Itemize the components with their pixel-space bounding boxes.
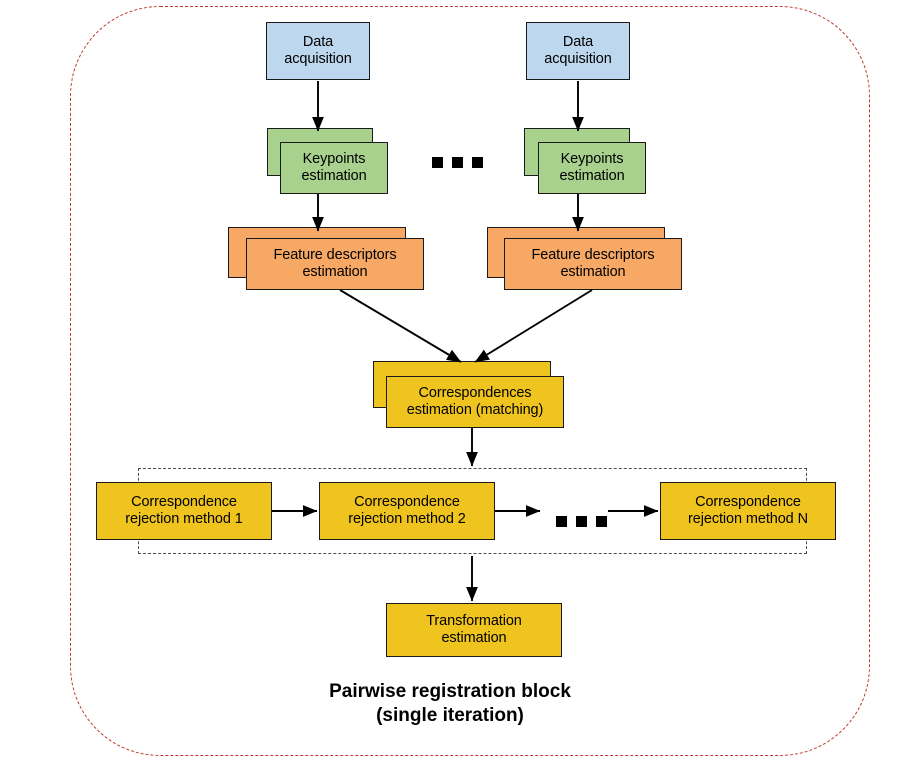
label-line-2: rejection method 1 [125, 511, 243, 527]
label-line-2: estimation [301, 168, 367, 184]
ellipsis-rejection-methods [556, 516, 607, 527]
label-line-1: Transformation [426, 612, 522, 629]
ellipsis-columns [432, 157, 483, 168]
ellipsis-dot [576, 516, 587, 527]
node-transformation-estimation[interactable]: Transformation estimation [386, 603, 562, 657]
label-line-2: rejection method N [688, 511, 808, 527]
label-line-1: Correspondence [354, 493, 460, 510]
label-line-1: Keypoints [302, 150, 366, 167]
node-label: Transformation estimation [422, 613, 526, 647]
node-data-acquisition-left[interactable]: Data acquisition [266, 22, 370, 80]
ellipsis-dot [452, 157, 463, 168]
node-label: Keypoints estimation [555, 151, 628, 185]
node-label: Correspondence rejection method 2 [344, 494, 470, 528]
label-line-2: estimation [441, 630, 507, 646]
node-label: Correspondence rejection method N [684, 494, 812, 528]
label-line-1: Keypoints [560, 150, 624, 167]
label-line-1: Feature descriptors [531, 246, 655, 263]
node-label: Correspondences estimation (matching) [403, 385, 548, 419]
node-label: Feature descriptors estimation [269, 247, 400, 281]
label-line-2: estimation (matching) [406, 402, 544, 418]
pairwise-registration-frame [70, 6, 870, 756]
node-keypoints-right[interactable]: Keypoints estimation [538, 142, 646, 194]
label-line-2: estimation [302, 264, 368, 280]
label-line-1: Feature descriptors [273, 246, 397, 263]
node-keypoints-left[interactable]: Keypoints estimation [280, 142, 388, 194]
node-label: Data acquisition [540, 34, 615, 68]
label-line-1: Correspondences [418, 384, 532, 401]
node-correspondence-rejection-1[interactable]: Correspondence rejection method 1 [96, 482, 272, 540]
caption-subtitle: (single iteration) [376, 704, 524, 726]
node-correspondences-estimation[interactable]: Correspondences estimation (matching) [386, 376, 564, 428]
diagram-caption: Pairwise registration block (single iter… [0, 680, 900, 728]
node-label: Keypoints estimation [297, 151, 370, 185]
node-label: Feature descriptors estimation [527, 247, 658, 281]
node-feature-descriptors-left[interactable]: Feature descriptors estimation [246, 238, 424, 290]
label-line-1: Correspondence [131, 493, 237, 510]
node-correspondence-rejection-n[interactable]: Correspondence rejection method N [660, 482, 836, 540]
label-line-1: Data [302, 33, 334, 50]
label-line-1: Correspondence [695, 493, 801, 510]
label-line-2: estimation [559, 168, 625, 184]
label-line-2: acquisition [284, 51, 352, 67]
ellipsis-dot [556, 516, 567, 527]
node-data-acquisition-right[interactable]: Data acquisition [526, 22, 630, 80]
ellipsis-dot [472, 157, 483, 168]
ellipsis-dot [596, 516, 607, 527]
label-line-2: rejection method 2 [348, 511, 466, 527]
node-correspondence-rejection-2[interactable]: Correspondence rejection method 2 [319, 482, 495, 540]
label-line-1: Data [562, 33, 594, 50]
label-line-2: estimation [560, 264, 626, 280]
label-line-2: acquisition [544, 51, 612, 67]
node-label: Data acquisition [280, 34, 355, 68]
node-label: Correspondence rejection method 1 [121, 494, 247, 528]
ellipsis-dot [432, 157, 443, 168]
node-feature-descriptors-right[interactable]: Feature descriptors estimation [504, 238, 682, 290]
caption-title: Pairwise registration block [329, 681, 571, 702]
